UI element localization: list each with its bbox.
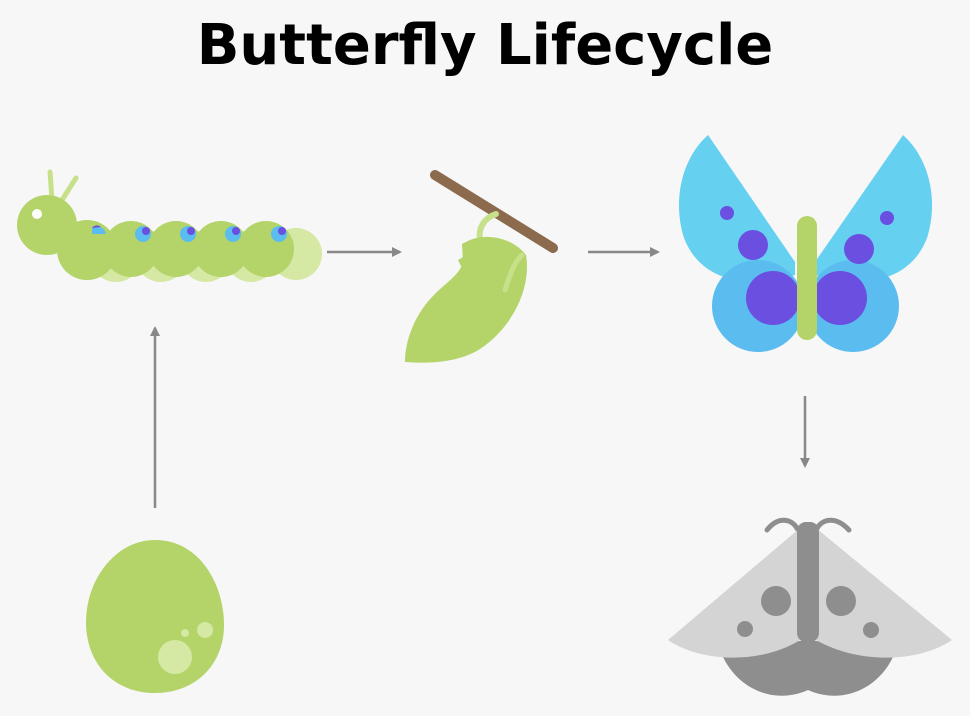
- egg-icon: [86, 540, 224, 693]
- moth-icon: [668, 517, 952, 696]
- diagram-title: Butterfly Lifecycle: [196, 13, 774, 78]
- caterpillar-icon: [17, 169, 322, 282]
- butterfly-icon: [678, 135, 933, 352]
- chrysalis-icon: [405, 170, 558, 363]
